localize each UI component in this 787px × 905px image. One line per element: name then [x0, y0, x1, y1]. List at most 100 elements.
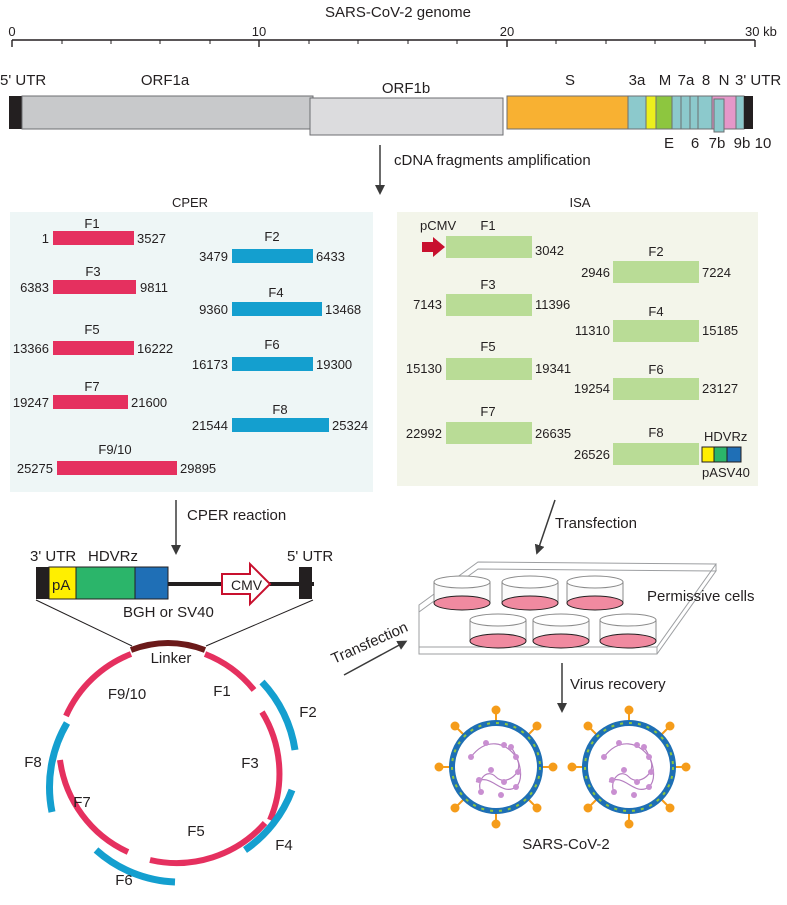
circle-f5-label: F5 — [187, 823, 205, 840]
m-segment — [655, 95, 673, 130]
axis-tick-10: 10 — [252, 24, 266, 39]
circle-f6-label: F6 — [115, 872, 133, 889]
linker-terminator-block — [134, 566, 169, 600]
permissive-cells-label: Permissive cells — [647, 588, 755, 605]
linker-pa-label: pA — [52, 577, 70, 594]
isa-hdvrz-label: HDVRz — [704, 429, 747, 444]
isa-f3-start: 7143 — [413, 297, 442, 312]
orf6-segment — [671, 95, 682, 130]
cper-f910-name: F9/10 — [98, 442, 131, 457]
orf7b-segment — [689, 95, 699, 130]
circle-linker-label: Linker — [151, 650, 192, 667]
amplification-label: cDNA fragments amplification — [394, 152, 591, 169]
cper-f3-bar — [53, 280, 136, 294]
circle-f6-arc — [93, 847, 176, 886]
linker-hdvrz-label: HDVRz — [88, 548, 138, 565]
orf3a-label: 3a — [629, 72, 646, 89]
cper-f3-end: 9811 — [140, 280, 168, 295]
circle-f2-label: F2 — [299, 704, 317, 721]
cper-f6-start: 16173 — [192, 357, 228, 372]
cper-f1-end: 3527 — [137, 231, 166, 246]
cmv-promoter-arrow-icon — [221, 561, 272, 607]
isa-f4-start: 11310 — [575, 323, 610, 338]
s-segment — [506, 95, 629, 130]
cper-title: CPER — [172, 195, 208, 210]
cper-f6-bar — [232, 357, 313, 371]
isa-f5-name: F5 — [480, 339, 495, 354]
cper-f2-end: 6433 — [316, 249, 345, 264]
isa-f2-start: 2946 — [581, 265, 610, 280]
isa-f6-name: F6 — [648, 362, 663, 377]
isa-sv40-block — [726, 446, 742, 463]
linker-terminator-label: BGH or SV40 — [123, 604, 214, 621]
cper-f2-name: F2 — [264, 229, 279, 244]
circle-f3-arc — [259, 710, 283, 822]
circle-f910-arc — [63, 651, 133, 718]
isa-f5-bar — [446, 358, 532, 380]
genome-title: SARS-CoV-2 genome — [325, 4, 471, 21]
isa-f4-name: F4 — [648, 304, 663, 319]
circle-f7-label: F7 — [73, 794, 91, 811]
orf1b-segment — [309, 97, 504, 136]
cper-f5-name: F5 — [84, 322, 99, 337]
circle-f4-label: F4 — [275, 837, 293, 854]
isa-f2-end: 7224 — [702, 265, 731, 280]
circle-f3-label: F3 — [241, 755, 259, 772]
isa-f4-end: 15185 — [702, 323, 738, 338]
isa-pa-label: pA — [702, 465, 718, 480]
orf10-label: 10 — [755, 135, 772, 152]
isa-hdvrz-block — [713, 446, 728, 463]
cper-f910-bar — [57, 461, 177, 475]
orf9b-label: 9b — [734, 135, 751, 152]
isa-panel: ISA pCMV F1 3042 F2 2946 7224 F3 7143 11… — [397, 195, 758, 486]
orf1a-segment — [21, 95, 314, 130]
cper-f6-end: 19300 — [316, 357, 352, 372]
isa-f8-name: F8 — [648, 425, 663, 440]
cper-f4-start: 9360 — [199, 302, 228, 317]
linker-utr3-block — [36, 567, 49, 599]
well — [599, 613, 657, 649]
cper-f7-name: F7 — [84, 379, 99, 394]
circle-f2-arc — [259, 679, 299, 751]
isa-sv40-label: SV40 — [718, 465, 750, 480]
transfection-right-arrow — [534, 499, 556, 555]
orf3a-segment — [627, 95, 647, 130]
circle-f4-arc — [242, 788, 296, 853]
isa-f3-bar — [446, 294, 532, 316]
virus-label: SARS-CoV-2 — [522, 836, 610, 853]
cper-f7-start: 19247 — [13, 395, 49, 410]
genome-axis: 0 10 20 30 kb — [8, 24, 777, 47]
isa-f7-end: 26635 — [535, 426, 571, 441]
isa-f1-bar — [446, 236, 532, 258]
isa-f5-start: 15130 — [406, 361, 442, 376]
isa-f6-bar — [613, 378, 699, 400]
cper-f8-end: 25324 — [332, 418, 368, 433]
virus-particle-icon — [434, 707, 690, 828]
transfection-right-label: Transfection — [555, 515, 637, 532]
cper-f1-name: F1 — [84, 216, 99, 231]
utr3-label: 3' UTR — [735, 72, 781, 89]
cper-f8-start: 21544 — [192, 418, 228, 433]
isa-f1-name: F1 — [480, 218, 495, 233]
isa-pa-block — [701, 446, 715, 463]
utr5-label: 5' UTR — [0, 72, 46, 89]
isa-f3-name: F3 — [480, 277, 495, 292]
circle-f8-arc — [46, 721, 71, 813]
genome-map: SARS-CoV-2 genome 0 10 20 30 kb — [0, 4, 781, 152]
isa-f2-name: F2 — [648, 244, 663, 259]
isa-f6-end: 23127 — [702, 381, 738, 396]
isa-f7-name: F7 — [480, 404, 495, 419]
linker-utr5-label: 5' UTR — [287, 548, 333, 565]
isa-f7-start: 22992 — [406, 426, 442, 441]
circle-f5-arc — [149, 821, 268, 866]
isa-title: ISA — [570, 195, 591, 210]
cper-f4-end: 13468 — [325, 302, 361, 317]
linker-cmv-label: CMV — [231, 577, 263, 593]
linker-utr3-label: 3' UTR — [30, 548, 76, 565]
isa-f6-start: 19254 — [574, 381, 610, 396]
linker-fragment: 3' UTR HDVRz pA CMV 5' UTR BGH or SV40 — [30, 548, 333, 647]
well — [469, 613, 527, 649]
utr3-segment — [744, 96, 753, 129]
cper-f8-name: F8 — [272, 402, 287, 417]
isa-f3-end: 11396 — [535, 297, 570, 312]
